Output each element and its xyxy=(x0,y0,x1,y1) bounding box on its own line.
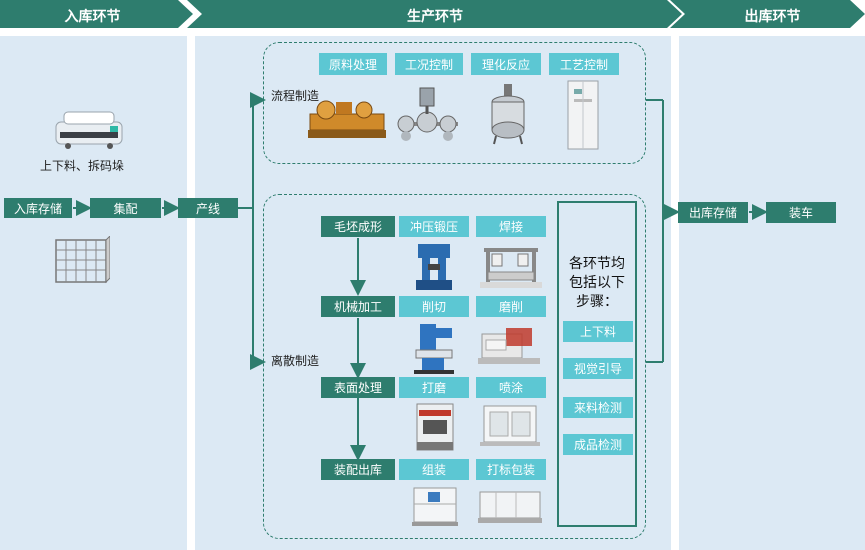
milling-machine-icon xyxy=(414,324,454,374)
stage-machining: 机械加工 xyxy=(321,296,395,317)
control-cabinet-icon xyxy=(567,80,599,150)
op-polishing: 打磨 xyxy=(399,377,469,398)
press-machine-icon xyxy=(416,244,452,290)
production-line-box: 产线 xyxy=(178,198,238,218)
agv-robot-icon xyxy=(55,111,123,149)
inbound-header: 入库环节 xyxy=(64,9,121,25)
reactor-vessel-icon xyxy=(491,84,525,145)
stage-blank-forming: 毛坯成形 xyxy=(321,216,395,237)
process-flow-label: 流程制造 xyxy=(271,89,320,103)
raw-material-machine-icon xyxy=(308,100,386,138)
grinding-machine-icon xyxy=(478,328,540,364)
op-cutting: 削切 xyxy=(399,296,469,317)
common-steps-text-line-1: 各环节均 xyxy=(569,256,625,272)
op-grinding: 磨削 xyxy=(476,296,546,317)
stage-surface-treatment: 表面处理 xyxy=(321,377,395,398)
assembly-station-icon xyxy=(412,487,458,526)
step-process-control: 工艺控制 xyxy=(549,53,619,75)
loading-box: 装车 xyxy=(766,202,836,223)
common-step-loading: 上下料 xyxy=(563,321,633,342)
op-assembly: 组装 xyxy=(399,459,469,480)
step-raw-material: 原料处理 xyxy=(319,53,387,75)
outbound-header-shape xyxy=(670,0,865,28)
common-step-incoming-inspection: 来料检测 xyxy=(563,397,633,418)
spraying-booth-icon xyxy=(480,405,540,446)
common-steps-text-line-3: 步骤： xyxy=(576,294,618,310)
inbound-header-shape xyxy=(0,0,193,28)
step-reaction: 理化反应 xyxy=(471,53,541,75)
outbound-storage-box: 出库存储 xyxy=(678,202,748,223)
agv-caption: 上下料、拆码垛 xyxy=(40,159,125,173)
common-steps-text: 各环节均 包括以下 步骤： xyxy=(557,255,637,312)
discrete-label: 离散制造 xyxy=(271,354,320,368)
outbound-panel xyxy=(679,36,865,550)
welding-station-icon xyxy=(480,248,542,288)
op-welding: 焊接 xyxy=(476,216,546,237)
inbound-storage-box: 入库存储 xyxy=(4,198,72,218)
common-steps-text-line-2: 包括以下 xyxy=(569,275,625,291)
polishing-machine-icon xyxy=(416,403,454,451)
production-header: 生产环节 xyxy=(407,9,463,25)
step-condition-control: 工况控制 xyxy=(395,53,463,75)
stage-assembly-outbound: 装配出库 xyxy=(321,459,395,480)
packaging-line-icon xyxy=(478,491,542,523)
op-stamping-forging: 冲压锻压 xyxy=(399,216,469,237)
valve-control-icon xyxy=(397,87,458,141)
distribution-box: 集配 xyxy=(90,198,161,218)
outbound-header: 出库环节 xyxy=(744,9,801,25)
production-header-shape xyxy=(187,0,682,28)
common-step-final-inspection: 成品检测 xyxy=(563,434,633,455)
storage-rack-icon xyxy=(55,236,110,284)
common-step-visual-guidance: 视觉引导 xyxy=(563,358,633,379)
op-spraying: 喷涂 xyxy=(476,377,546,398)
op-marking-packaging: 打标包装 xyxy=(476,459,546,480)
